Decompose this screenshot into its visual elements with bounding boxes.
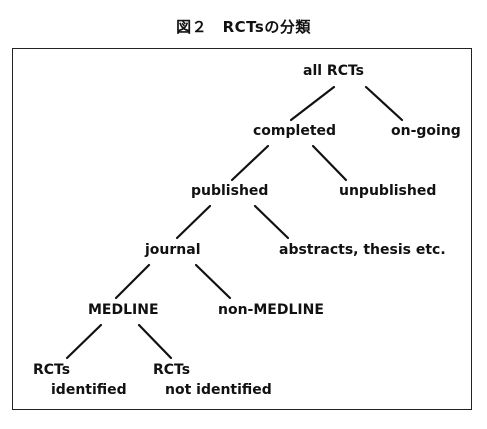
edge-all-ongoing (364, 85, 404, 122)
edge-journal-nonmedline (194, 263, 232, 300)
node-rcts-not-identified: RCTs not identified (153, 360, 272, 400)
node-rcts-identified: RCTs identified (33, 360, 127, 400)
edge-published-journal (175, 204, 212, 240)
node-medline: MEDLINE (88, 302, 159, 318)
node-on-going: on-going (391, 123, 461, 139)
edge-all-completed (289, 85, 336, 122)
edge-completed-unpublished (311, 144, 348, 182)
diagram-frame (12, 48, 472, 410)
edge-journal-medline (114, 263, 151, 300)
node-rcts-identified-line1: RCTs (33, 362, 71, 378)
edge-medline-identified (65, 323, 103, 360)
node-completed: completed (253, 123, 337, 139)
node-non-medline: non-MEDLINE (218, 302, 324, 318)
figure-title: 図２ RCTsの分類 (176, 18, 311, 36)
node-rcts-identified-line2: identified (51, 382, 127, 398)
node-published: published (191, 183, 269, 199)
node-unpublished: unpublished (339, 183, 437, 199)
edge-completed-published (230, 144, 270, 182)
node-journal: journal (145, 242, 201, 258)
node-rcts-not-identified-line1: RCTs (153, 362, 191, 378)
node-all-rcts: all RCTs (303, 63, 364, 79)
node-abstracts-thesis: abstracts, thesis etc. (279, 242, 446, 258)
node-rcts-not-identified-line2: not identified (165, 382, 272, 398)
edge-medline-notidentified (137, 323, 173, 360)
edge-published-abstracts (253, 204, 290, 240)
